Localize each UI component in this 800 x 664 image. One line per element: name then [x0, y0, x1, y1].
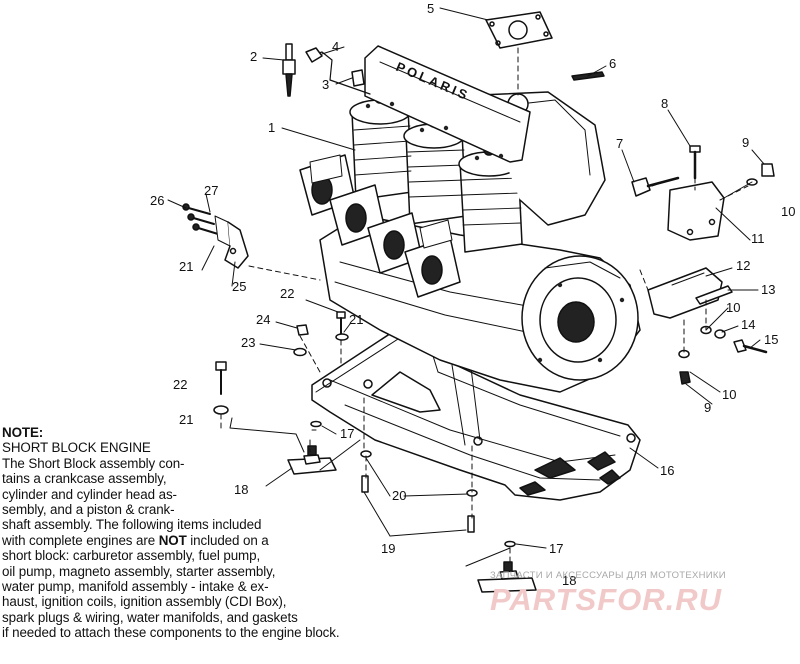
note-emphasis: NOT — [158, 532, 187, 548]
note-heading: NOTE: — [2, 425, 44, 440]
callout-11: 11 — [751, 231, 765, 246]
callout-15: 15 — [764, 332, 779, 347]
note-line: sembly, and a piston & crank- — [2, 502, 175, 518]
leader-lines — [167, 7, 765, 567]
callout-12: 12 — [736, 258, 751, 273]
engine-assembly — [299, 45, 641, 393]
note-line: The Short Block assembly con- — [2, 455, 185, 471]
callout-5: 5 — [427, 1, 435, 16]
callout-10-lower: 10 — [722, 387, 737, 402]
callout-21-bolts: 21 — [179, 259, 194, 274]
callout-2: 2 — [250, 49, 258, 64]
callout-17-lower: 17 — [549, 541, 564, 556]
note-line: spark plugs & wiring, water manifolds, a… — [2, 609, 298, 625]
note-line: if needed to attach these components to … — [2, 625, 340, 641]
callout-22-upper: 22 — [280, 286, 295, 301]
callout-6: 6 — [609, 56, 617, 71]
note-line: water pump, manifold assembly - intake &… — [2, 579, 269, 595]
note-line: SHORT BLOCK ENGINE — [2, 440, 151, 456]
callout-19: 19 — [381, 541, 396, 556]
callout-24: 24 — [256, 312, 271, 327]
note-line: shaft assembly. The following items incl… — [2, 517, 262, 533]
watermark-logo: PARTSFOR.RU — [490, 582, 723, 617]
callout-27: 27 — [204, 183, 219, 198]
callout-21-upper: 21 — [349, 312, 364, 327]
note-line: tains a crankcase assembly, — [2, 471, 167, 487]
callout-20: 20 — [392, 488, 407, 503]
callout-3: 3 — [322, 77, 330, 92]
small-parts — [182, 11, 775, 593]
callout-18-left: 18 — [234, 482, 249, 497]
callout-4: 4 — [332, 39, 340, 54]
callout-10-middle: 10 — [726, 300, 741, 315]
callout-13: 13 — [761, 282, 776, 297]
alignment-lines — [220, 47, 749, 563]
callout-21-lower: 21 — [179, 412, 194, 427]
callout-7: 7 — [616, 136, 624, 151]
short-block-note: NOTE: SHORT BLOCK ENGINE The Short Block… — [2, 425, 422, 641]
note-line: cylinder and cylinder head as- — [2, 486, 177, 502]
callout-9-lower: 9 — [704, 400, 712, 415]
note-line-end: included on a — [186, 532, 269, 548]
note-line: short block: carburetor assembly, fuel p… — [2, 548, 261, 564]
callout-16: 16 — [660, 463, 675, 478]
note-line: with complete engines are NOT included o… — [2, 533, 422, 548]
callout-9-upper: 9 — [742, 135, 750, 150]
mounting-plate — [311, 317, 641, 501]
note-line: haust, ignition coils, ignition assembly… — [2, 594, 287, 610]
callout-17-upper: 17 — [340, 426, 355, 441]
callout-23: 23 — [241, 335, 256, 350]
callout-22-lower: 22 — [173, 377, 188, 392]
note-line-start: with complete engines are — [2, 532, 159, 548]
watermark-caption: ЗАПЧАСТИ И АКСЕССУАРЫ ДЛЯ МОТОТЕХНИКИ — [490, 570, 726, 581]
watermark: ЗАПЧАСТИ И АКСЕССУАРЫ ДЛЯ МОТОТЕХНИКИ PA… — [490, 570, 790, 620]
callout-18-right: 18 — [562, 573, 577, 588]
callout-10-upper: 10 — [781, 204, 796, 219]
note-line: oil pump, magneto assembly, starter asse… — [2, 563, 276, 579]
callout-26: 26 — [150, 193, 165, 208]
callout-8: 8 — [661, 96, 669, 111]
callout-25: 25 — [232, 279, 247, 294]
callout-14: 14 — [741, 317, 756, 332]
callout-1: 1 — [268, 120, 276, 135]
